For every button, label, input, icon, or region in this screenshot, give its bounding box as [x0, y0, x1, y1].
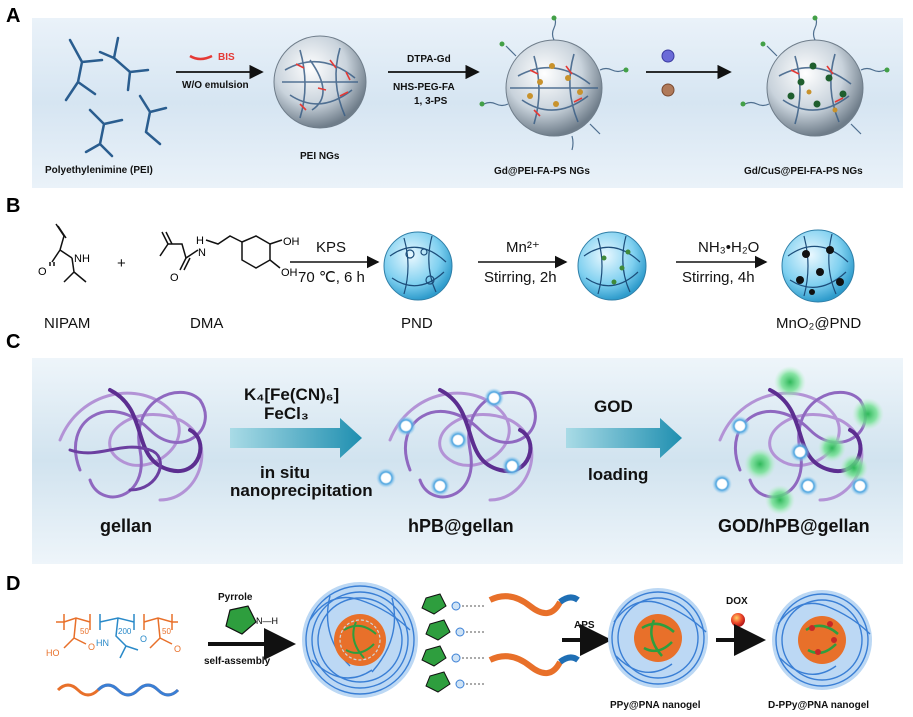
dma-h: H — [196, 235, 204, 247]
nipam-nh: NH — [74, 253, 90, 265]
plus-sign: + — [117, 255, 126, 272]
step-a1-label: W/O emulsion — [182, 80, 249, 91]
kps-label: KPS — [316, 239, 346, 256]
aps-label: APS — [574, 620, 595, 631]
bis-icon — [189, 54, 213, 61]
d-ppy-pna-nanogel — [772, 590, 872, 690]
panel-c: C gellan K₄[Fe(CN)₆] FeCl₃ in situ nanop… — [6, 331, 903, 564]
pei-ngs-sphere — [273, 35, 367, 129]
nipam-structure — [49, 223, 87, 283]
hpb-label: hPB@gellan — [408, 516, 514, 536]
arrow-c2 — [566, 418, 682, 458]
gellan-network — [58, 388, 207, 502]
dox-label: DOX — [726, 596, 748, 607]
god-hpb-label: GOD/hPB@gellan — [718, 516, 870, 536]
hn-middle: HN — [96, 638, 109, 648]
mn-condition: Stirring, 2h — [484, 269, 557, 286]
panel-d: D 50 200 50 HO O HN O O Pyrrole N—H self… — [6, 573, 872, 711]
o-right: O — [174, 644, 181, 654]
nanogel-assembly-1 — [302, 582, 418, 698]
panel-c-label: C — [6, 331, 20, 353]
panel-b-label: B — [6, 195, 20, 217]
o-middle: O — [140, 634, 147, 644]
pyrrole-label: Pyrrole — [218, 592, 253, 603]
panel-a-label: A — [6, 5, 20, 27]
pnd-sphere — [383, 231, 453, 301]
reagent-k4fecn6: K₄[Fe(CN)₆] — [244, 385, 339, 404]
mno2-label: MnO₂@PND — [776, 315, 861, 332]
pei-branched-polymer — [64, 36, 168, 158]
ppy-pna-label: PPy@PNA nanogel — [610, 700, 701, 711]
gd-pei-ngs-sphere — [479, 15, 629, 151]
dma-n: N — [198, 247, 206, 259]
panel-b: B NH O NIPAM + H N O OH OH DMA KPS 70 — [6, 195, 861, 332]
panel-d-label: D — [6, 573, 20, 595]
pnd-label: PND — [401, 315, 433, 332]
d-ppy-pna-label: D-PPy@PNA nanogel — [768, 700, 869, 711]
dma-o: O — [170, 272, 179, 284]
nipam-o: O — [38, 266, 47, 278]
ppy-pna-nanogel — [608, 588, 708, 688]
step-a2-reagent1: DTPA-Gd — [407, 54, 451, 65]
bis-label: BIS — [218, 52, 235, 63]
wavy-chain-blue — [96, 683, 180, 697]
ho-left: HO — [46, 648, 60, 658]
sub-50-right: 50 — [162, 627, 171, 636]
dox-drug-icon — [731, 613, 745, 627]
method-nanoprecipitation: nanoprecipitation — [230, 481, 373, 500]
nh3-label: NH₃•H₂O — [698, 239, 759, 256]
arrow-c1 — [230, 418, 362, 458]
mn-pnd-sphere — [577, 231, 647, 301]
pyrrole-chain-illustration — [421, 593, 580, 693]
dma-oh-1: OH — [283, 236, 300, 248]
dma-structure — [159, 231, 283, 271]
copolymer-structure — [56, 614, 178, 659]
gd-cus-ngs-sphere — [740, 15, 890, 137]
loading-label: loading — [588, 465, 648, 484]
mno2-pnd-sphere — [781, 229, 855, 303]
method-in-situ: in situ — [260, 463, 310, 482]
panel-a: A Polyethylenimine (PEI) BIS W/O emulsio… — [6, 5, 903, 188]
reagent-god: GOD — [594, 397, 633, 416]
god-hpb-gellan-network — [712, 366, 884, 515]
dma-oh-2: OH — [281, 267, 298, 279]
o-left: O — [88, 642, 95, 652]
pei-label: Polyethylenimine (PEI) — [45, 165, 153, 176]
step-a2-reagent3: 1, 3-PS — [414, 96, 448, 107]
mn-label: Mn²⁺ — [506, 239, 540, 256]
self-assembly-label: self-assembly — [204, 656, 271, 667]
step-a2-reagent2: NHS-PEG-FA — [393, 82, 455, 93]
kps-condition: 70 ℃, 6 h — [298, 269, 365, 286]
sub-50-left: 50 — [80, 627, 89, 636]
pyrrole-ring-icon — [225, 605, 257, 635]
pyrrole-nh: N—H — [256, 616, 278, 626]
panel-a-background — [32, 18, 903, 188]
reagent-brown-dot — [661, 83, 675, 97]
pei-ngs-label: PEI NGs — [300, 151, 340, 162]
sub-200: 200 — [118, 627, 132, 636]
gd-cus-ngs-label: Gd/CuS@PEI-FA-PS NGs — [744, 166, 863, 177]
hpb-gellan-network — [376, 388, 537, 502]
gellan-label: gellan — [100, 516, 152, 536]
nh3-condition: Stirring, 4h — [682, 269, 755, 286]
reagent-fecl3: FeCl₃ — [264, 404, 309, 423]
nipam-label: NIPAM — [44, 315, 90, 332]
gd-ngs-label: Gd@PEI-FA-PS NGs — [494, 166, 590, 177]
dma-label: DMA — [190, 315, 223, 332]
reagent-purple-dot — [661, 49, 675, 63]
